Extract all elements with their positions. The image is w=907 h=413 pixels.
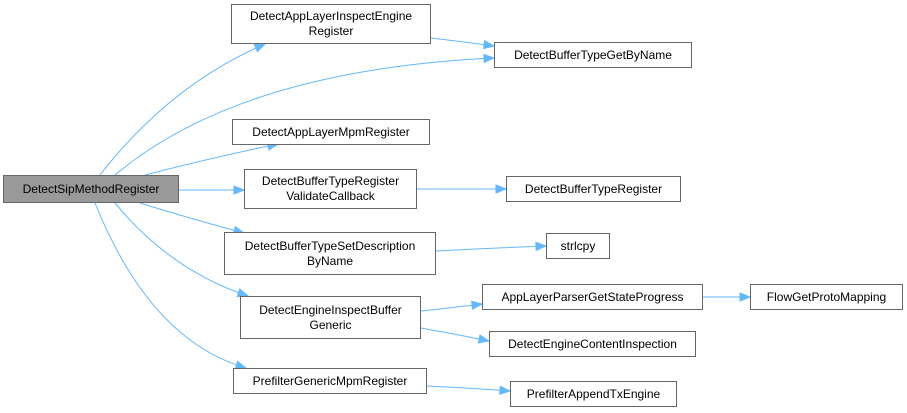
- edge-arrowhead: [253, 43, 267, 53]
- edge-line: [139, 202, 245, 234]
- edge-inspect_buffer-to-content_inspection: [420, 327, 491, 344]
- edge-inspect_buffer-to-state_progress: [420, 300, 484, 312]
- edge-arrowhead: [477, 334, 491, 344]
- edge-arrowhead: [739, 292, 752, 302]
- node-detect-buffer-type-register-validate-callback[interactable]: DetectBufferTypeRegister ValidateCallbac…: [244, 169, 417, 209]
- node-label: DetectAppLayerInspectEngine: [249, 9, 413, 23]
- node-label: DetectBufferTypeSetDescription: [244, 238, 416, 253]
- edge-line: [144, 143, 279, 176]
- node-app-layer-parser-get-state-progress[interactable]: AppLayerParserGetStateProgress: [482, 284, 703, 310]
- node-label: DetectEngineInspectBuffer: [259, 302, 402, 317]
- edge-line: [114, 202, 249, 297]
- node-detect-engine-inspect-buffer-generic[interactable]: DetectEngineInspectBuffer Generic: [240, 296, 421, 339]
- edge-root-to-get_by_name: [114, 53, 496, 176]
- node-strlcpy[interactable]: strlcpy: [546, 233, 610, 259]
- node-detect-buffer-type-get-by-name[interactable]: DetectBufferTypeGetByName: [494, 42, 692, 68]
- node-detect-buffer-type-set-description-by-name[interactable]: DetectBufferTypeSetDescription ByName: [224, 232, 436, 275]
- edge-arrowhead: [483, 53, 496, 64]
- node-flow-get-proto-mapping[interactable]: FlowGetProtoMapping: [750, 284, 903, 310]
- node-label: DetectEngineContentInspection: [508, 336, 677, 351]
- edge-line: [435, 245, 547, 252]
- node-label: DetectAppLayerMpmRegister: [252, 124, 410, 139]
- edge-inspect_engine-to-get_by_name: [430, 37, 496, 50]
- edge-arrowhead: [495, 184, 508, 194]
- edge-set_desc-to-strlcpy: [435, 241, 548, 252]
- node-detect-app-layer-inspect-engine-register[interactable]: DetectAppLayerInspectEngine Register: [231, 4, 431, 44]
- node-label: FlowGetProtoMapping: [766, 289, 887, 304]
- node-detect-app-layer-mpm-register[interactable]: DetectAppLayerMpmRegister: [232, 119, 430, 145]
- edge-arrowhead: [499, 385, 512, 395]
- edge-validate-to-type_register: [416, 184, 508, 194]
- node-label: ValidateCallback: [286, 189, 375, 203]
- node-detect-sip-method-register[interactable]: DetectSipMethodRegister: [3, 175, 179, 203]
- node-label: PrefilterGenericMpmRegister: [252, 373, 408, 388]
- edge-line: [99, 43, 266, 176]
- node-label: AppLayerParserGetStateProgress: [501, 289, 684, 304]
- node-label: strlcpy: [560, 238, 596, 253]
- edge-line: [114, 57, 495, 176]
- edge-root-to-set_desc: [139, 202, 246, 235]
- edge-root-to-validate: [178, 185, 246, 195]
- node-label: DetectBufferTypeRegister: [261, 174, 400, 188]
- node-label: DetectBufferTypeRegister: [524, 181, 663, 196]
- edge-arrowhead: [482, 39, 496, 50]
- node-label: DetectSipMethodRegister: [22, 181, 160, 196]
- edge-state_progress-to-proto_mapping: [703, 292, 752, 302]
- node-label: DetectBufferTypeGetByName: [514, 47, 672, 62]
- node-label: PrefilterAppendTxEngine: [526, 386, 661, 401]
- edge-line: [426, 385, 511, 392]
- edge-root-to-inspect_engine: [99, 43, 267, 176]
- node-prefilter-append-tx-engine[interactable]: PrefilterAppendTxEngine: [510, 381, 677, 407]
- edge-arrowhead: [471, 300, 484, 310]
- edge-arrowhead: [535, 241, 548, 252]
- edge-line: [94, 202, 247, 369]
- edge-prefilter_mpm-to-append_tx: [426, 385, 512, 395]
- node-label: ByName: [306, 253, 353, 268]
- edge-arrowhead: [233, 185, 246, 195]
- node-detect-engine-content-inspection[interactable]: DetectEngineContentInspection: [489, 331, 696, 357]
- node-label: Generic: [309, 317, 352, 332]
- node-label: Register: [308, 24, 354, 38]
- node-detect-buffer-type-register[interactable]: DetectBufferTypeRegister: [506, 176, 681, 202]
- node-prefilter-generic-mpm-register[interactable]: PrefilterGenericMpmRegister: [233, 368, 427, 394]
